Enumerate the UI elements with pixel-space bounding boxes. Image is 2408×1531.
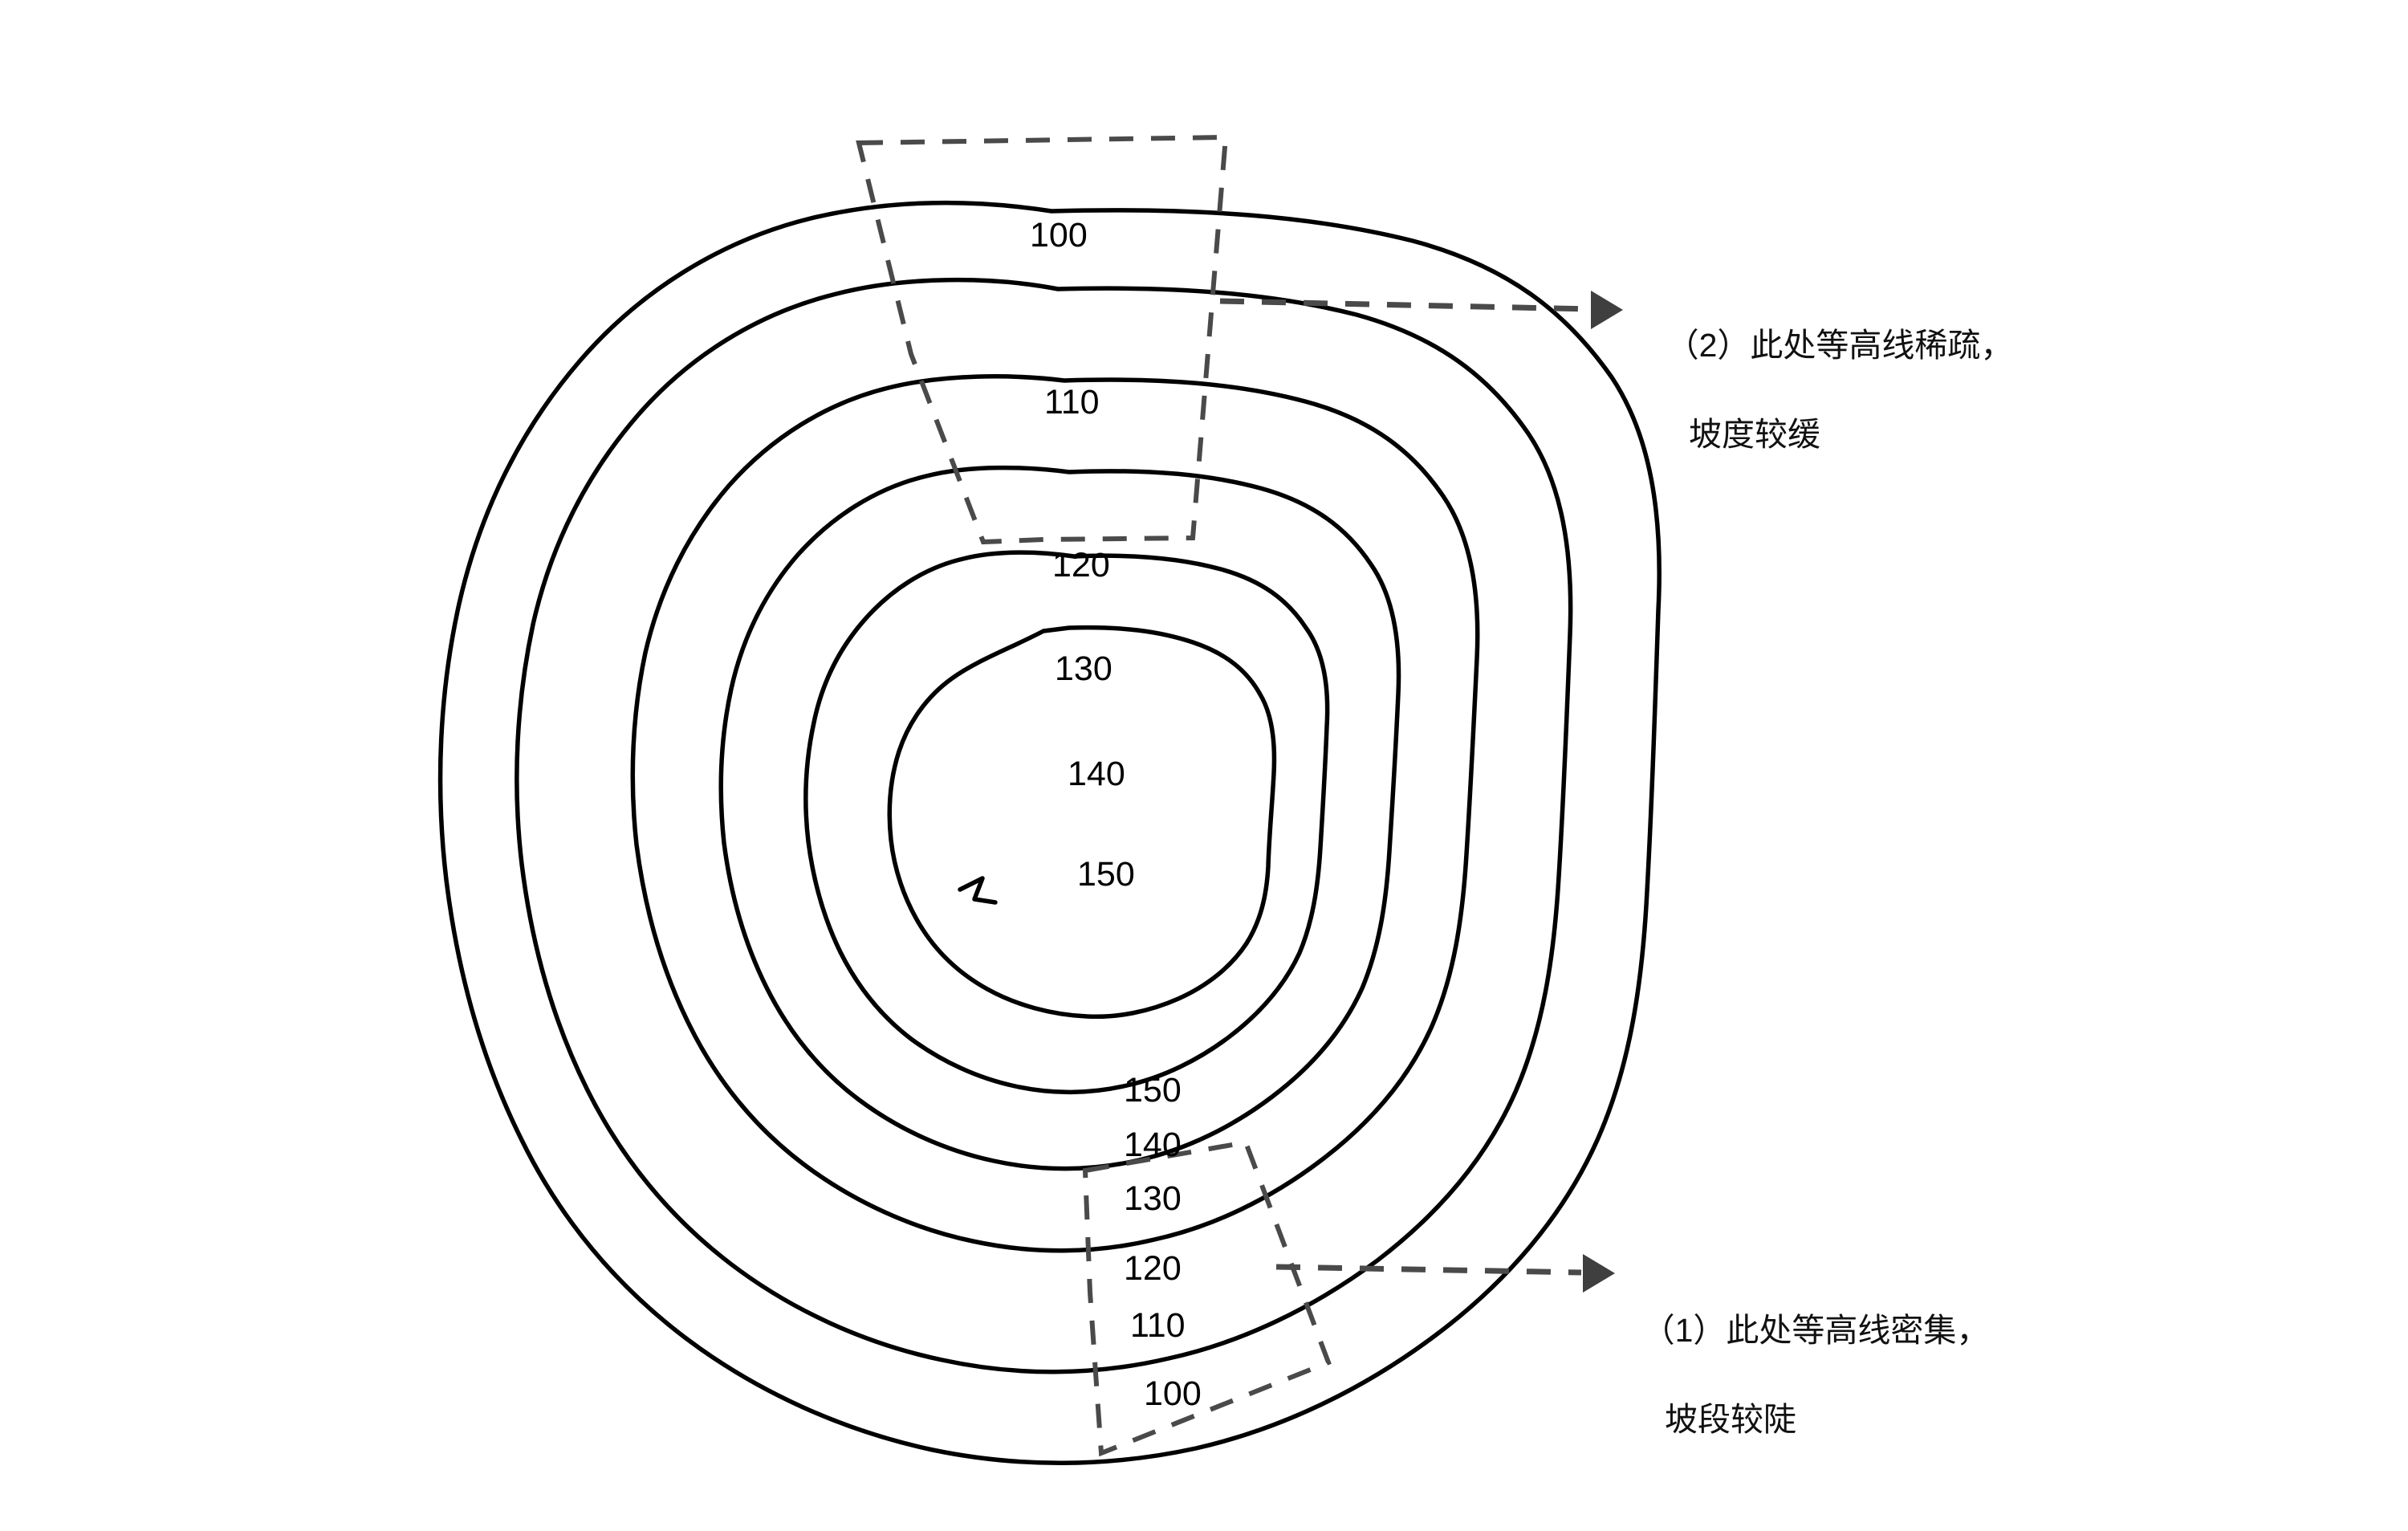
annotation-lower-line2: 坡段较陡 [1665, 1401, 1796, 1439]
contour-label-bottom-150: 150 [1124, 1071, 1182, 1110]
contour-line-110 [515, 277, 1573, 1374]
contour-label-bottom-100: 100 [1144, 1374, 1202, 1413]
leader-arrowhead-lower [1583, 1254, 1615, 1293]
contour-label-top-150: 150 [1077, 855, 1135, 894]
contour-label-top-110: 110 [1044, 383, 1100, 421]
contour-line-150 [887, 625, 1277, 1020]
contour-label-top-130: 130 [1055, 649, 1112, 688]
contour-label-bottom-140: 140 [1124, 1126, 1182, 1164]
contour-line-100 [437, 200, 1662, 1465]
annotation-upper-line2: 坡度较缓 [1689, 416, 1820, 454]
leader-line-lower [1275, 1264, 1582, 1276]
leader-line-upper [1219, 298, 1592, 312]
annotation-lower-dense: （1）此处等高线密集， 坡段较陡 [1605, 1264, 1990, 1531]
highlight-region-upper[interactable] [856, 134, 1229, 545]
highlight-region-lower[interactable] [1082, 1139, 1332, 1457]
leader-arrowhead-upper [1591, 291, 1623, 329]
contour-line-120 [630, 374, 1480, 1253]
annotation-upper-sparse: （2）此处等高线稀疏， 坡度较缓 [1629, 279, 2014, 546]
contour-label-bottom-110: 110 [1130, 1306, 1186, 1345]
annotation-lower-line1: （1）此处等高线密集， [1641, 1312, 1990, 1350]
contour-kink-marker [958, 876, 998, 905]
contour-label-bottom-130: 130 [1124, 1179, 1182, 1218]
contour-line-140 [803, 550, 1330, 1095]
highlight-regions-group [856, 134, 1332, 1457]
contour-lines-group [437, 200, 1662, 1465]
contour-label-top-100: 100 [1030, 216, 1088, 254]
contour-line-130 [718, 465, 1401, 1171]
leader-lines-group [1219, 291, 1623, 1293]
contour-label-top-140: 140 [1068, 755, 1125, 793]
contour-label-bottom-120: 120 [1124, 1249, 1182, 1288]
contour-label-top-120: 120 [1052, 546, 1110, 584]
annotation-upper-line1: （2）此处等高线稀疏， [1666, 327, 2014, 364]
